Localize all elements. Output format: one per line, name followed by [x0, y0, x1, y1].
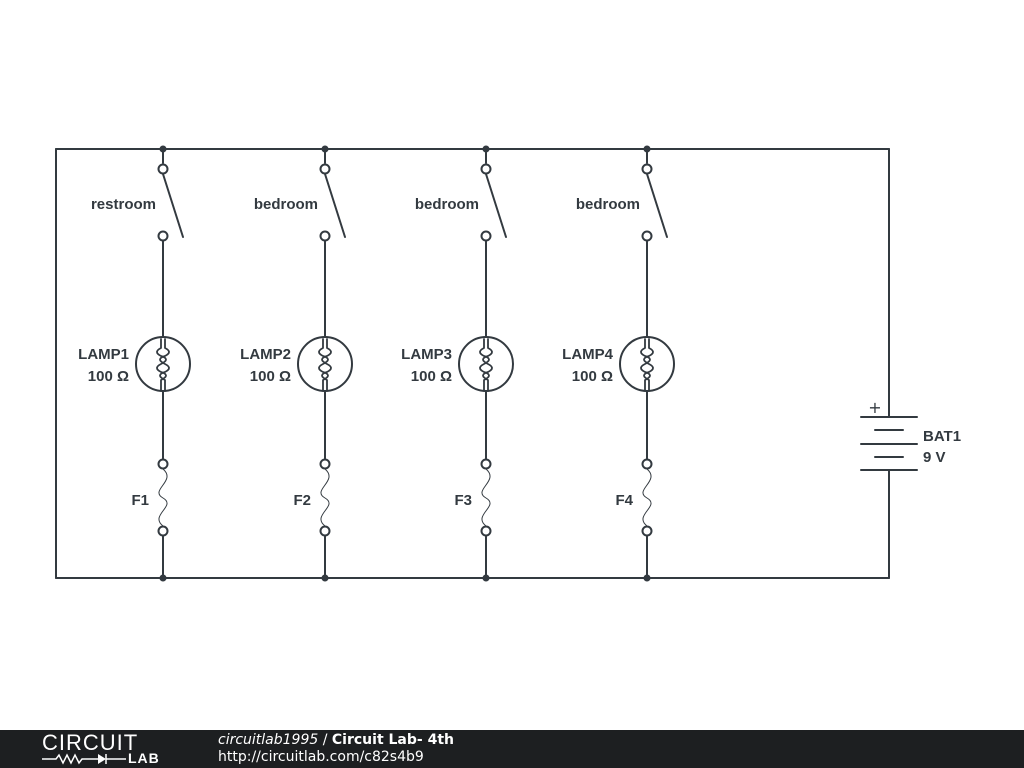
- fuse-terminal: [480, 458, 492, 470]
- switch-terminal: [157, 163, 169, 175]
- branch-2: bedroom LAMP2 100 Ω F2: [240, 145, 353, 582]
- lamp-name-label: LAMP1: [78, 346, 129, 363]
- fuse-terminal: [157, 525, 169, 537]
- footer-separator: /: [318, 732, 332, 748]
- switch-terminal: [641, 230, 653, 242]
- lamp-value-label: 100 Ω: [250, 368, 291, 385]
- junction-dot: [159, 145, 167, 153]
- switch-terminal: [480, 230, 492, 242]
- junction-dot: [643, 145, 651, 153]
- fuse-label: F4: [615, 492, 633, 509]
- footer-info: circuitlab1995 / Circuit Lab- 4th http:/…: [218, 732, 454, 766]
- circuit-schematic: restroom LAMP1 100 Ω F1 bedroom LAMP2 10…: [55, 145, 961, 582]
- branch-4: bedroom LAMP4 100 Ω F4: [562, 145, 675, 582]
- battery-value-label: 9 V: [923, 449, 946, 466]
- switch-label: bedroom: [254, 196, 318, 213]
- switch-blade: [162, 173, 184, 238]
- switch-label: restroom: [91, 196, 156, 213]
- battery-plus-sign: +: [868, 398, 881, 417]
- fuse-icon: [320, 468, 330, 527]
- switch-blade: [485, 173, 507, 238]
- lamp-value-label: 100 Ω: [411, 368, 452, 385]
- username-link[interactable]: circuitlab1995: [218, 732, 319, 748]
- lamp-filament: [479, 338, 490, 392]
- battery-name-label: BAT1: [923, 428, 961, 445]
- junction-dot: [643, 574, 651, 582]
- junction-dot: [321, 145, 329, 153]
- lamp-value-label: 100 Ω: [572, 368, 613, 385]
- lamp-icon: [458, 336, 514, 392]
- fuse-terminal: [319, 525, 331, 537]
- lamp-filament: [156, 338, 167, 392]
- switch-terminal: [319, 230, 331, 242]
- circuit-title[interactable]: Circuit Lab- 4th: [331, 732, 454, 748]
- lamp-filament: [643, 338, 654, 392]
- fuse-terminal: [641, 525, 653, 537]
- fuse-terminal: [319, 458, 331, 470]
- fuse-terminal: [641, 458, 653, 470]
- junction-dot: [482, 145, 490, 153]
- lamp-name-label: LAMP4: [562, 346, 613, 363]
- switch-terminal: [480, 163, 492, 175]
- lamp-filament: [482, 338, 493, 392]
- logo-resistor-diode-icon: [42, 753, 126, 765]
- footer-title-line: circuitlab1995 / Circuit Lab- 4th: [218, 732, 454, 749]
- branch-3: bedroom LAMP3 100 Ω F3: [401, 145, 514, 582]
- lamp-filament: [640, 338, 651, 392]
- branch-1: restroom LAMP1 100 Ω F1: [78, 145, 191, 582]
- lamp-name-label: LAMP3: [401, 346, 452, 363]
- fuse-icon: [642, 468, 652, 527]
- fuse-label: F2: [293, 492, 311, 509]
- lamp-filament: [321, 338, 332, 392]
- switch-terminal: [641, 163, 653, 175]
- switch-blade: [646, 173, 668, 238]
- switch-blade: [324, 173, 346, 238]
- junction-dot: [482, 574, 490, 582]
- lamp-icon: [619, 336, 675, 392]
- fuse-label: F3: [454, 492, 472, 509]
- switch-label: bedroom: [415, 196, 479, 213]
- battery-bat1: + BAT1 9 V: [860, 398, 961, 471]
- lamp-icon: [135, 336, 191, 392]
- switch-terminal: [319, 163, 331, 175]
- fuse-icon: [481, 468, 491, 527]
- lamp-name-label: LAMP2: [240, 346, 291, 363]
- fuse-terminal: [157, 458, 169, 470]
- switch-terminal: [157, 230, 169, 242]
- circuitlab-logo[interactable]: CIRCUIT LAB: [42, 732, 177, 766]
- fuse-icon: [158, 468, 168, 527]
- lamp-filament: [318, 338, 329, 392]
- lamp-value-label: 100 Ω: [88, 368, 129, 385]
- circuit-url-link[interactable]: http://circuitlab.com/c82s4b9: [218, 749, 424, 765]
- logo-wordmark-bottom: LAB: [128, 750, 160, 766]
- junction-dot: [159, 574, 167, 582]
- junction-dot: [321, 574, 329, 582]
- lamp-filament: [159, 338, 170, 392]
- footer-bar: CIRCUIT LAB circuitlab1995 / Circuit Lab…: [0, 730, 1024, 768]
- fuse-terminal: [480, 525, 492, 537]
- logo-wordmark-top: CIRCUIT: [42, 730, 139, 755]
- lamp-icon: [297, 336, 353, 392]
- fuse-label: F1: [131, 492, 149, 509]
- switch-label: bedroom: [576, 196, 640, 213]
